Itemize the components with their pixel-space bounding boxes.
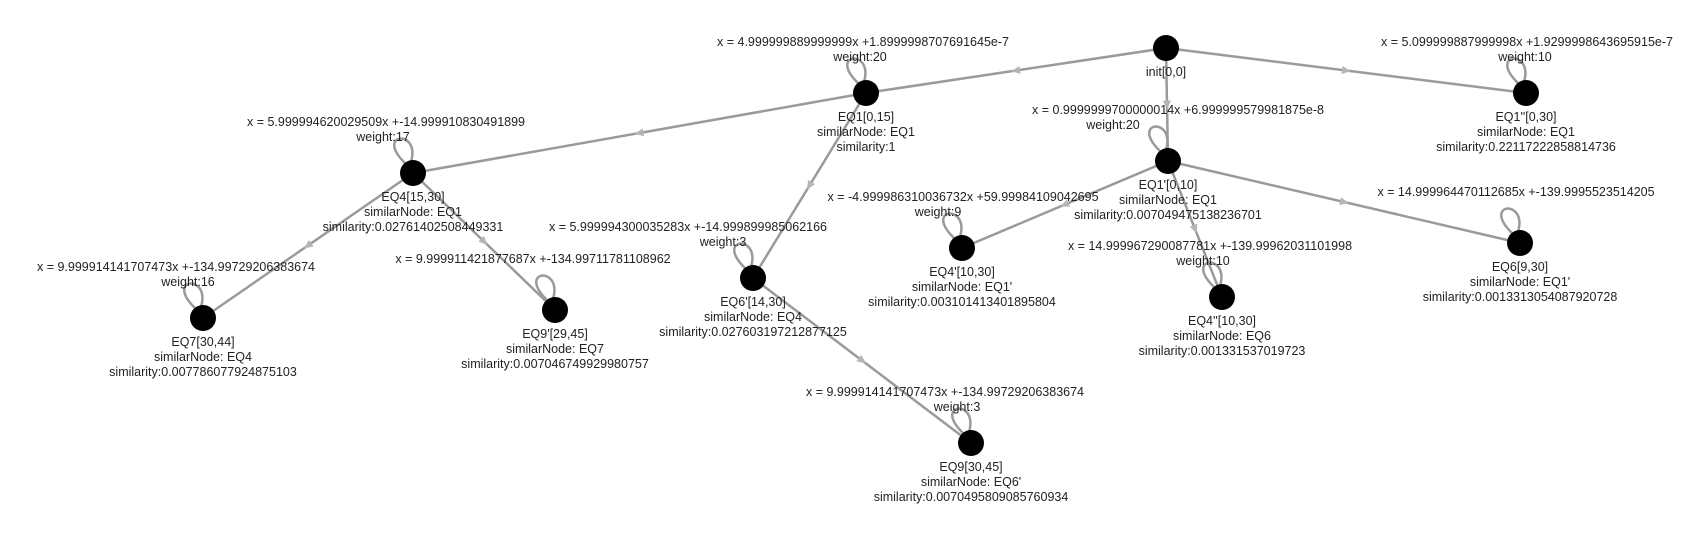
edge-arrow-icon [1162,100,1171,110]
node-label: EQ6'[14,30] [720,295,786,309]
node-similarity: similarity:0.007046749929980757 [461,357,649,371]
node-similarity: similarity:0.027603197212877125 [659,325,847,339]
loop-weight: weight:3 [933,400,981,414]
graph-labels: x = 4.999999889999999x +1.89999987076916… [37,35,1673,504]
node-similar-node: similarNode: EQ6' [921,475,1021,489]
loop-equation: x = 9.999914141707473x +-134.99729206383… [37,260,315,274]
self-loop-EQ4p [942,212,963,240]
node-similarity: similarity:1 [836,140,895,154]
node-EQ6p [740,265,766,291]
self-loop-EQ9p [535,274,556,302]
edge-arrow-icon [634,128,645,137]
node-EQ4 [400,160,426,186]
loop-weight: weight:17 [355,130,410,144]
edge-arrow-icon [806,180,815,190]
edge-arrow-icon [303,239,314,249]
self-loop-EQ6 [1500,207,1521,235]
self-loop-EQ4pp [1202,261,1223,289]
loop-equation: x = 0.9999999700000014x +6.9999995799818… [1032,103,1324,117]
loop-equation: x = 5.999994300035283x +-14.999899985062… [549,220,827,234]
edge-arrow-icon [478,235,488,245]
node-label: EQ1'[0,10] [1139,178,1198,192]
edge-arrow-icon [1011,65,1021,74]
loop-equation: x = 5.099999887999998x +1.92999986436959… [1381,35,1673,49]
node-EQ1 [853,80,879,106]
node-label: EQ6[9,30] [1492,260,1548,274]
node-similarity: similarity:0.22117222858814736 [1436,140,1616,154]
node-similarity: similarity:0.007049475138236701 [1074,208,1262,222]
node-similar-node: similarNode: EQ1 [1119,193,1217,207]
node-similarity: similarity:0.02761402508449331 [323,220,504,234]
self-loop-EQ1pp [1506,57,1527,85]
loop-equation: x = 9.999914141707473x +-134.99729206383… [806,385,1084,399]
node-similarity: similarity:0.001331537019723 [1139,344,1306,358]
node-label: EQ7[30,44] [171,335,234,349]
node-similarity: similarity:0.003101413401895804 [868,295,1056,309]
node-EQ4p [949,235,975,261]
edge-arrow-icon [1341,66,1351,74]
graph-nodes [190,35,1539,456]
loop-weight: weight:20 [1085,118,1140,132]
node-similarity: similarity:0.0013313054087920728 [1423,290,1618,304]
loop-equation: x = -4.999986310036732x +59.999841090426… [827,190,1098,204]
loop-weight: weight:10 [1497,50,1552,64]
node-label: EQ4[15,30] [381,190,444,204]
node-EQ9p [542,297,568,323]
loop-weight: weight:20 [832,50,887,64]
loop-weight: weight:10 [1175,254,1230,268]
node-EQ1pp [1513,80,1539,106]
node-label: EQ9'[29,45] [522,327,588,341]
node-EQ1p [1155,148,1181,174]
node-similar-node: similarNode: EQ1 [1477,125,1575,139]
self-loop-EQ4 [393,137,414,165]
self-loop-EQ1p [1148,125,1169,153]
loop-equation: x = 5.999994620029509x +-14.999910830491… [247,115,525,129]
self-loop-EQ1 [846,57,867,85]
node-init [1153,35,1179,61]
loop-equation: x = 9.999911421877687x +-134.99711781108… [395,252,670,266]
node-similar-node: similarNode: EQ4 [154,350,252,364]
node-label: EQ4'[10,30] [929,265,995,279]
node-similar-node: similarNode: EQ1' [912,280,1012,294]
edge-arrow-icon [1339,197,1349,205]
edge-arrow-icon [856,354,866,364]
node-similar-node: similarNode: EQ1 [817,125,915,139]
self-loop-EQ9 [951,407,972,435]
node-label: EQ1''[0,30] [1495,110,1556,124]
node-label: EQ1[0,15] [838,110,894,124]
node-EQ4pp [1209,284,1235,310]
node-similar-node: similarNode: EQ7 [506,342,604,356]
self-loop-EQ7 [183,282,204,310]
loop-weight: weight:3 [699,235,747,249]
node-EQ7 [190,305,216,331]
self-loops [183,57,1527,435]
node-similarity: similarity:0.007786077924875103 [109,365,297,379]
loop-equation: x = 14.999964470112685x +-139.9995523514… [1377,185,1654,199]
node-similar-node: similarNode: EQ1 [364,205,462,219]
node-EQ9 [958,430,984,456]
loop-weight: weight:16 [160,275,215,289]
loop-equation: x = 14.999967290087781x +-139.9996203110… [1068,239,1352,253]
node-similar-node: similarNode: EQ4 [704,310,802,324]
node-label: EQ9[30,45] [939,460,1002,474]
node-label: EQ4''[10,30] [1188,314,1256,328]
loop-weight: weight:9 [914,205,962,219]
node-similar-node: similarNode: EQ6 [1173,329,1271,343]
node-EQ6 [1507,230,1533,256]
edge-arrow-icon [1189,223,1198,234]
node-similarity: similarity:0.0070495809085760934 [874,490,1069,504]
edge-arrow-icon [1060,199,1071,207]
loop-equation: x = 4.999999889999999x +1.89999987076916… [717,35,1009,49]
self-loop-EQ6p [733,242,754,270]
node-similar-node: similarNode: EQ1' [1470,275,1570,289]
node-label: init[0,0] [1146,65,1186,79]
